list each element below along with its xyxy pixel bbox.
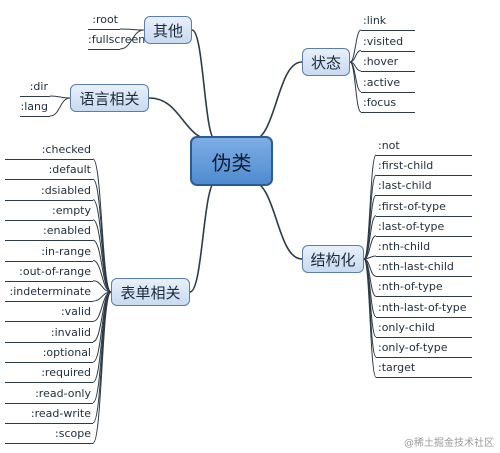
- leaf-connector-biaodan: [92, 291, 112, 424]
- leaf-connector-biaodan: [92, 199, 112, 293]
- leaf-biaodan-default[interactable]: :default: [5, 160, 93, 181]
- leaf-connector-zhuangtai: [349, 29, 362, 63]
- leaf-jiegouhua-nth-child[interactable]: :nth-child: [376, 237, 472, 257]
- watermark: @稀土掘金技术社区: [404, 438, 494, 449]
- leaf-biaodan-empty[interactable]: :empty: [5, 201, 93, 221]
- connector-qita: [191, 29, 217, 142]
- leaf-biaodan-valid[interactable]: :valid: [5, 302, 93, 323]
- leaf-connector-biaodan: [92, 260, 112, 293]
- leaf-zhuangtai-hover[interactable]: :hover: [361, 52, 415, 72]
- leaf-connector-yuyan: [49, 97, 71, 117]
- leaf-zhuangtai-link[interactable]: :link: [361, 11, 415, 31]
- leaf-connector-zhuangtai: [349, 61, 362, 113]
- central-topic[interactable]: 伪类: [190, 136, 273, 186]
- leaf-biaodan-checked[interactable]: :checked: [5, 140, 93, 160]
- topic-other[interactable]: 其他: [144, 16, 192, 44]
- leaf-connector-zhuangtai: [349, 50, 362, 63]
- leaf-connector-biaodan: [92, 291, 112, 404]
- leaf-connector-biaodan: [92, 280, 112, 293]
- leaf-connector-jiegouhua: [363, 235, 377, 260]
- leaf-jiegouhua-nth-last-of-type[interactable]: :nth-last-of-type: [376, 298, 472, 318]
- leaf-connector-qita: [119, 29, 145, 50]
- leaf-biaodan-in-range[interactable]: :in-range: [5, 242, 93, 262]
- leaf-biaodan-read-only[interactable]: :read-only: [5, 384, 93, 404]
- leaf-yuyan-dir[interactable]: :dir: [20, 77, 50, 97]
- topic-structural[interactable]: 结构化: [302, 245, 364, 273]
- leaf-jiegouhua-nth-of-type[interactable]: :nth-of-type: [376, 277, 472, 298]
- leaf-biaodan-invalid[interactable]: :invalid: [5, 323, 93, 343]
- leaf-jiegouhua-only-child[interactable]: :only-child: [376, 318, 472, 338]
- leaf-jiegouhua-nth-last-child[interactable]: :nth-last-child: [376, 257, 472, 278]
- connector-biaodan: [189, 180, 217, 293]
- leaf-connector-jiegouhua: [363, 258, 377, 358]
- leaf-biaodan-optional[interactable]: :optional: [5, 343, 93, 363]
- leaf-jiegouhua-last-of-type[interactable]: :last-of-type: [376, 217, 472, 237]
- leaf-connector-jiegouhua: [363, 154, 377, 260]
- leaf-yuyan-lang[interactable]: :lang: [20, 97, 50, 117]
- leaf-biaodan-read-write[interactable]: :read-write: [5, 404, 93, 424]
- leaf-connector-yuyan: [49, 95, 71, 99]
- leaf-biaodan-out-of-range[interactable]: :out-of-range: [5, 262, 93, 282]
- leaf-biaodan-indeterminate[interactable]: :indeterminate: [5, 282, 93, 303]
- topic-state[interactable]: 状态: [302, 48, 350, 76]
- leaf-jiegouhua-last-child[interactable]: :last-child: [376, 176, 472, 197]
- leaf-connector-qita: [119, 28, 145, 31]
- leaf-biaodan-scope[interactable]: :scope: [5, 424, 93, 445]
- leaf-zhuangtai-focus[interactable]: :focus: [361, 93, 415, 113]
- leaf-qita-root[interactable]: :root: [88, 10, 120, 30]
- leaf-connector-biaodan: [92, 239, 112, 293]
- leaf-connector-biaodan: [92, 291, 112, 444]
- leaf-connector-jiegouhua: [363, 258, 377, 378]
- leaf-qita-fullscreen[interactable]: :fullscreen: [88, 30, 145, 50]
- leaf-biaodan-required[interactable]: :required: [5, 363, 93, 384]
- leaf-connector-biaodan: [92, 158, 112, 293]
- topic-form[interactable]: 表单相关: [111, 278, 190, 306]
- leaf-jiegouhua-first-of-type[interactable]: :first-of-type: [376, 197, 472, 217]
- connector-zhuangtai: [250, 61, 303, 142]
- leaf-connector-jiegouhua: [363, 215, 377, 260]
- leaf-biaodan-enabled[interactable]: :enabled: [5, 221, 93, 242]
- leaf-zhuangtai-active[interactable]: :active: [361, 73, 415, 93]
- leaf-zhuangtai-visited[interactable]: :visited: [361, 32, 415, 52]
- leaf-jiegouhua-target[interactable]: :target: [376, 358, 472, 379]
- topic-language[interactable]: 语言相关: [70, 84, 149, 112]
- leaf-jiegouhua-only-of-type[interactable]: :only-of-type: [376, 338, 472, 358]
- leaf-biaodan-dsiabled[interactable]: :dsiabled: [5, 181, 93, 201]
- leaf-jiegouhua-first-child[interactable]: :first-child: [376, 156, 472, 177]
- leaf-jiegouhua-not[interactable]: :not: [376, 136, 472, 156]
- connector-jiegouhua: [250, 180, 303, 260]
